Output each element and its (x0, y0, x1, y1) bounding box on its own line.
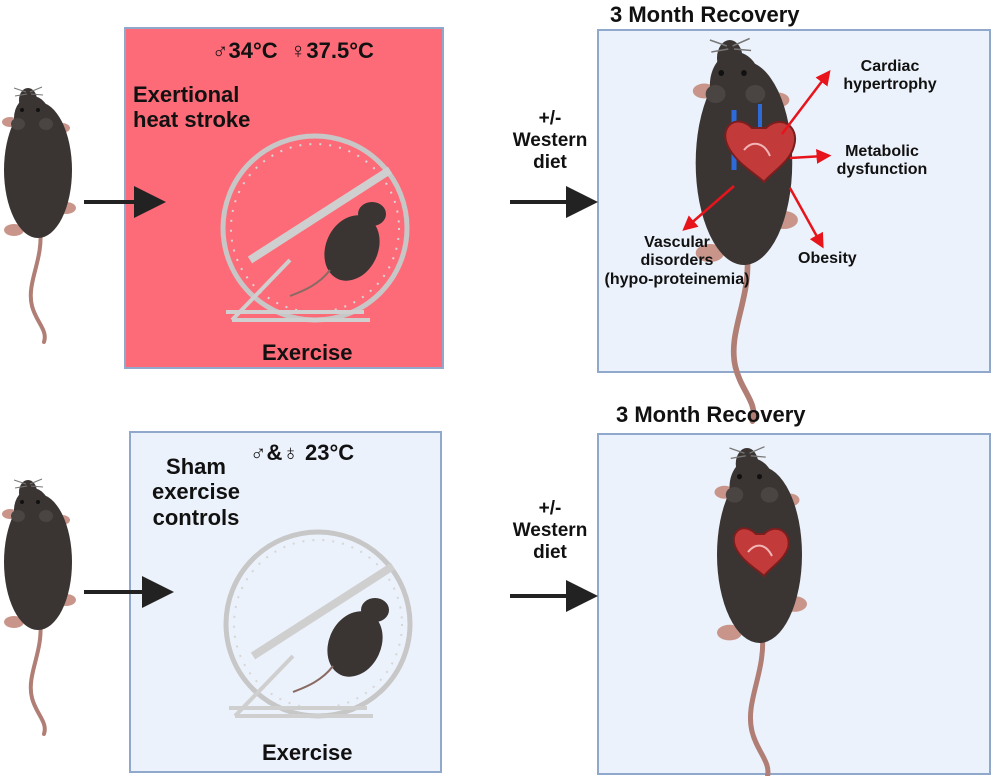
outcome-vascular-line2: disorders (640, 252, 714, 270)
outcome-metabolic-line2: dysfunction (836, 161, 928, 179)
diet-bottom-line1: +/- (538, 498, 562, 519)
diet-bottom-line3: diet (533, 541, 567, 563)
diet-label-bottom: +/- Western diet (502, 498, 598, 564)
heat-temperature-label: ♂34°C ♀37.5°C (212, 38, 374, 63)
recovery-title-bottom: 3 Month Recovery (616, 402, 806, 427)
outcome-vascular: Vascular disorders (hypo-proteinemia) (596, 234, 758, 289)
heart-icon (724, 104, 797, 184)
outcome-vascular-line3: (hypo-proteinemia) (604, 270, 750, 288)
outcome-arrows (682, 70, 832, 249)
exercise-wheel-icon (220, 133, 410, 323)
outcome-metabolic: Metabolic dysfunction (822, 143, 942, 180)
heat-activity-label: Exercise (262, 340, 353, 365)
heart-icon-bottom (732, 527, 790, 578)
sham-title-line2: exercise (151, 479, 241, 505)
recovery-box-top (597, 29, 991, 373)
outcome-obesity: Obesity (798, 250, 857, 267)
diet-top-line2: Western (512, 129, 588, 151)
outcome-cardiac-line2: hypertrophy (843, 76, 937, 94)
sham-title: Sham exercise controls (140, 454, 252, 530)
arrow-cardiac (781, 70, 831, 135)
mouse-icon (2, 86, 76, 344)
sham-activity-label: Exercise (262, 740, 353, 765)
sham-temperature-label: ♂&♁ 23°C (250, 440, 355, 465)
outcome-cardiac-line1: Cardiac (860, 58, 920, 75)
outcome-vascular-line1: Vascular (644, 234, 710, 251)
sham-title-line3: controls (152, 504, 240, 530)
outcome-metabolic-line1: Metabolic (845, 143, 919, 160)
sham-box (129, 431, 442, 773)
diet-top-line3: diet (533, 151, 567, 173)
arrow-vascular (682, 185, 735, 231)
mouse-icon-bottom-left (0, 477, 78, 736)
arrow-obesity (788, 187, 824, 249)
arrow-metabolic (789, 148, 832, 164)
diet-top-line1: +/- (538, 108, 562, 129)
diet-label-top: +/- Western diet (502, 108, 598, 174)
heat-title: Exertional heat stroke (133, 82, 250, 133)
recovery-title-top: 3 Month Recovery (610, 2, 800, 27)
heat-title-line1: Exertional (133, 82, 240, 107)
heat-title-line2: heat stroke (133, 107, 251, 133)
flow-arrows (84, 186, 598, 612)
outcome-cardiac: Cardiac hypertrophy (830, 58, 950, 95)
sham-title-line1: Sham (166, 454, 226, 479)
diet-bottom-line2: Western (512, 519, 588, 541)
